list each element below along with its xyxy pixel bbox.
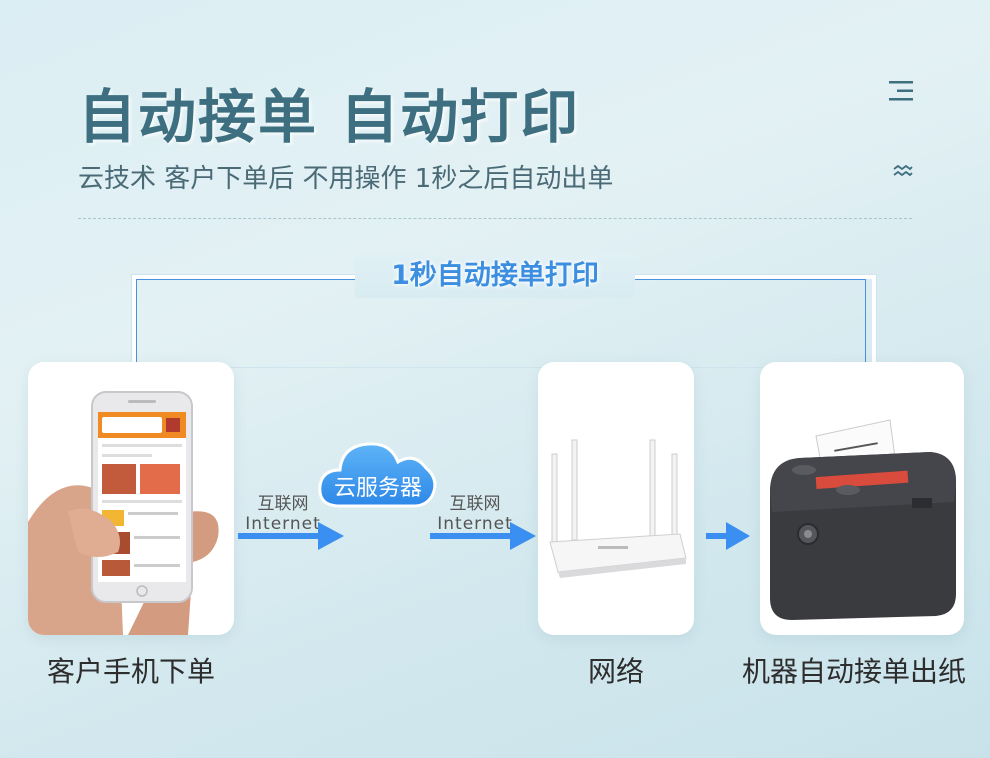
router-image [549,439,687,578]
receipt-printer-image [770,419,956,620]
cloud-icon [318,442,437,508]
arrow1-label: 互联网 Internet [238,494,328,534]
cloud-server-label: 云服务器 [333,476,422,501]
printer-card [760,362,964,635]
header-divider [78,218,912,219]
router-card [538,362,694,635]
step1-label: 客户手机下单 [46,655,215,688]
step3-label: 机器自动接单出纸 [741,655,966,688]
phone-in-hand-image [28,391,219,635]
arrow2-label-cn: 互联网 [449,494,501,514]
arrow-right-icon [430,522,536,550]
step2-label: 网络 [587,655,644,688]
arrow1-label-en: Internet [245,514,321,534]
phone-card [28,362,234,635]
page-subtitle: 云技术 客户下单后 不用操作 1秒之后自动出单 [78,164,614,194]
arrow-right-icon [706,522,750,550]
arrow2-label-en: Internet [437,514,513,534]
arrow1-label-cn: 互联网 [257,494,309,514]
flow-headline: 1秒自动接单打印 [355,254,635,298]
wave-icon [893,165,913,177]
arrow-right-icon [238,522,344,550]
page-title: 自动接单 自动打印 [78,83,581,151]
arrow2-label: 互联网 Internet [430,494,520,534]
menu-icon [889,81,913,101]
